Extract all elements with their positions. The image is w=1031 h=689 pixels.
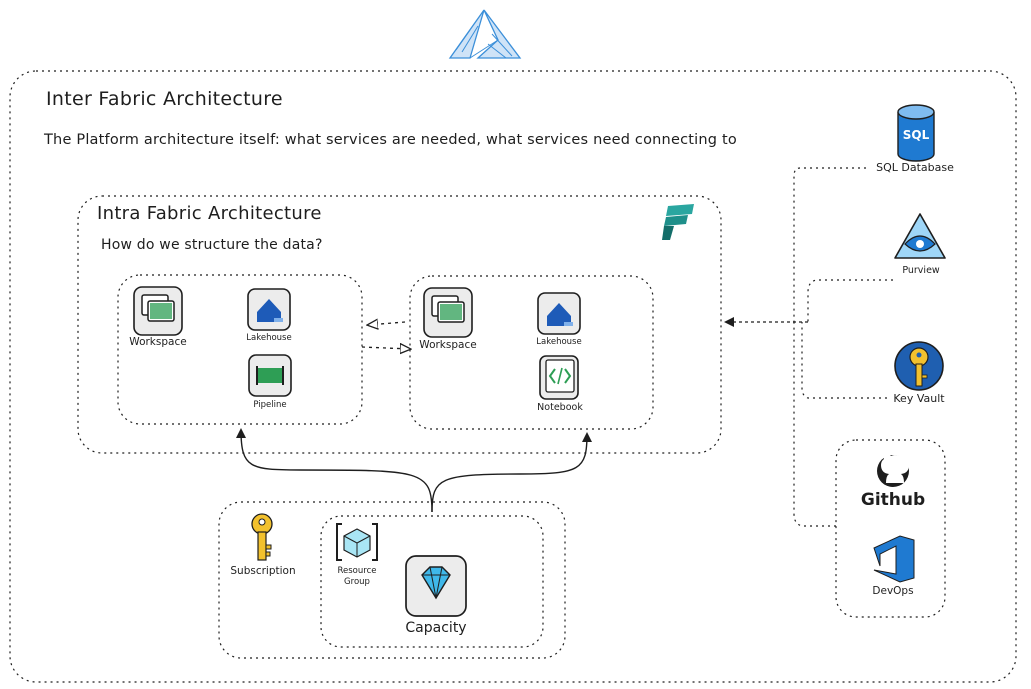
purview-connector (807, 279, 893, 322)
workspace-arrow-right (361, 347, 410, 349)
resource-group-icon (336, 523, 378, 561)
subscription-label: Subscription (230, 565, 296, 577)
inter-fabric-title: Inter Fabric Architecture (46, 88, 283, 110)
pipeline-icon (248, 354, 292, 397)
capacity-to-right-workspace-arrow (431, 432, 592, 513)
keyvault-connector (801, 322, 887, 399)
capacity-diamond-icon (405, 555, 467, 617)
capacity-to-left-workspace-arrow (236, 428, 433, 513)
left-workspace-container (117, 274, 363, 425)
resource-group-label-line1: Resource (337, 566, 377, 576)
intra-fabric-question: How do we structure the data? (101, 237, 323, 253)
devops-group-connector (793, 322, 836, 527)
right-workspace-label: Workspace (419, 339, 477, 351)
resource-group-label-line2: Group (344, 577, 370, 587)
code-tools-container (835, 439, 946, 618)
key-vault-label: Key Vault (893, 392, 945, 405)
devops-icon (873, 535, 915, 583)
notebook-label: Notebook (537, 402, 583, 413)
left-workspace-icon (133, 286, 183, 336)
devops-label: DevOps (872, 585, 914, 597)
capacity-label: Capacity (405, 620, 467, 636)
left-lakehouse-label: Lakehouse (246, 333, 292, 343)
github-icon (877, 453, 909, 487)
sql-database-label: SQL Database (876, 161, 954, 174)
purview-label: Purview (902, 265, 940, 276)
intra-fabric-container (77, 195, 722, 454)
right-lakehouse-icon (537, 292, 581, 335)
sql-connector (793, 167, 866, 322)
inter-fabric-container (9, 70, 1017, 683)
workspace-arrow-left (368, 322, 406, 325)
sql-icon-text: SQL (902, 128, 930, 142)
resource-group-container (320, 515, 544, 648)
sql-database-icon (897, 104, 935, 162)
fabric-logo-icon (662, 204, 694, 240)
right-workspace-icon (423, 287, 473, 338)
right-lakehouse-label: Lakehouse (536, 337, 582, 347)
github-label: Github (860, 490, 926, 510)
inter-fabric-description: The Platform architecture itself: what s… (44, 132, 737, 148)
subscription-container (218, 501, 566, 659)
left-workspace-label: Workspace (129, 336, 187, 348)
left-lakehouse-icon (247, 288, 291, 331)
pipeline-label: Pipeline (253, 400, 287, 410)
purview-icon (894, 213, 946, 259)
notebook-icon (539, 355, 579, 400)
key-vault-icon (894, 341, 944, 391)
azure-logo-icon (448, 9, 522, 59)
intra-fabric-title: Intra Fabric Architecture (97, 203, 322, 224)
subscription-key-icon (251, 513, 273, 561)
